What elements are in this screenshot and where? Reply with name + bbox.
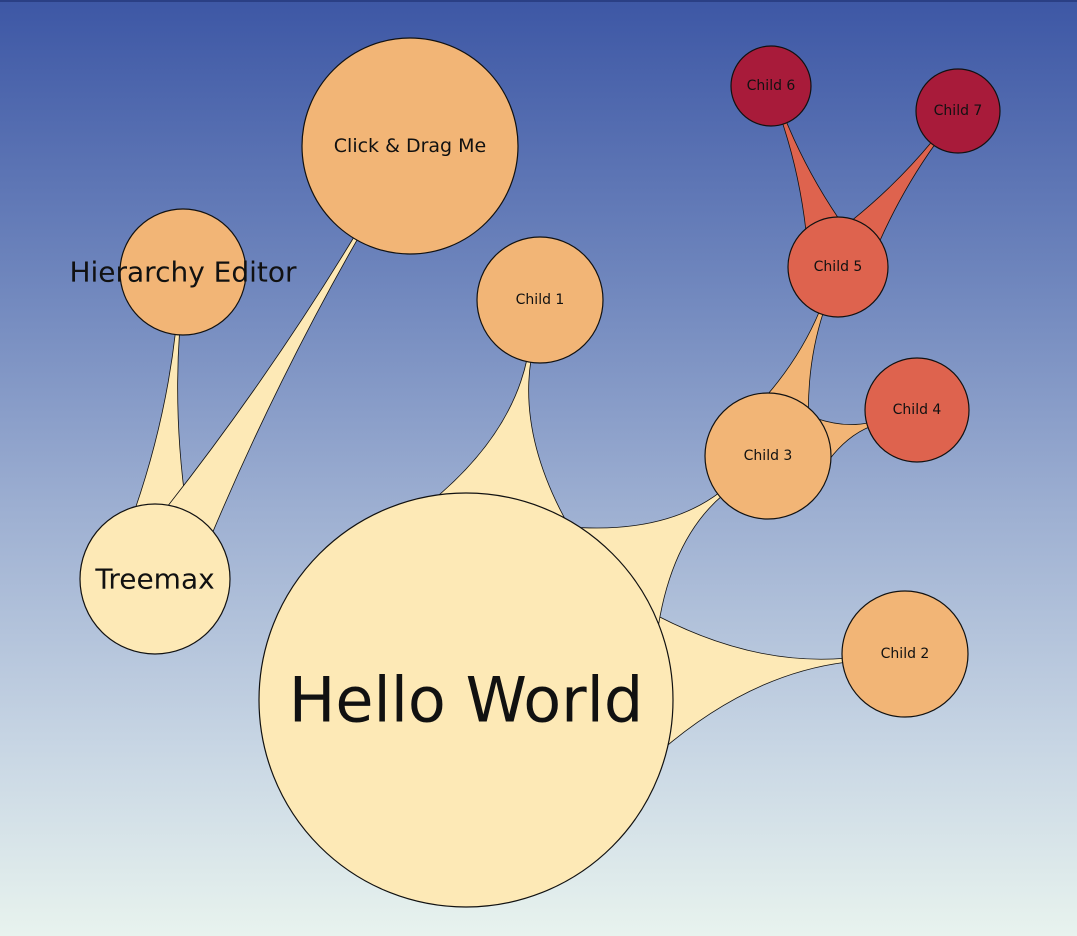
node-circle-child-5[interactable] [787,216,889,318]
node-circle-child-1[interactable] [476,236,604,364]
node-child-4[interactable]: Child 4 [864,357,970,463]
node-child-7[interactable]: Child 7 [915,68,1001,154]
node-circle-child-7[interactable] [915,68,1001,154]
node-hierarchy-editor[interactable]: Hierarchy Editor [69,208,297,336]
node-circle-click-drag-me[interactable] [301,37,519,255]
node-circle-child-4[interactable] [864,357,970,463]
link-child-5-to-child-6 [781,120,840,232]
node-click-drag-me[interactable]: Click & Drag Me [301,37,519,255]
node-circle-treemax[interactable] [79,503,231,655]
node-circle-child-3[interactable] [704,392,832,520]
node-child-2[interactable]: Child 2 [841,590,969,718]
node-child-1[interactable]: Child 1 [476,236,604,364]
node-hello-world[interactable]: Hello World [258,492,674,908]
node-child-6[interactable]: Child 6 [730,45,812,127]
node-child-5[interactable]: Child 5 [787,216,889,318]
links-layer [134,120,936,754]
link-hello-world-to-child-2 [643,607,847,754]
node-child-3[interactable]: Child 3 [704,392,832,520]
node-treemax[interactable]: Treemax [79,503,231,655]
top-border [0,0,1077,2]
node-circle-child-2[interactable] [841,590,969,718]
node-circle-hierarchy-editor[interactable] [119,208,247,336]
link-treemax-to-hierarchy-editor [134,330,188,515]
node-circle-hello-world[interactable] [258,492,674,908]
node-circle-child-6[interactable] [730,45,812,127]
